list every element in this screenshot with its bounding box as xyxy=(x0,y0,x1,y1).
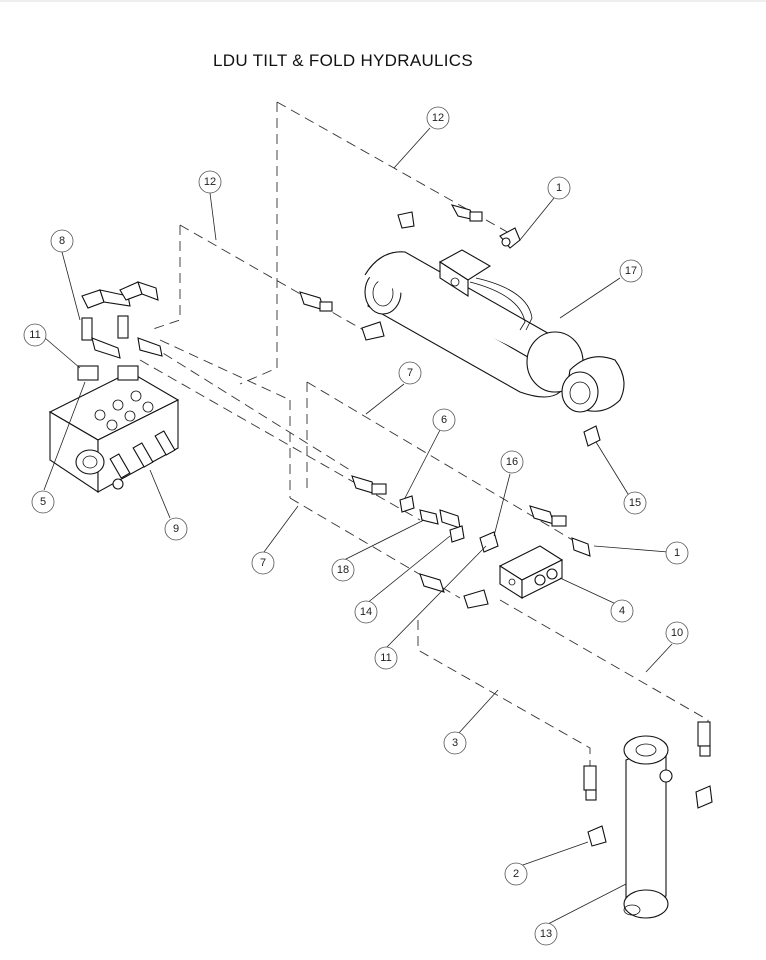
callout-bubble: 3 xyxy=(443,731,467,755)
callout-bubble: 12 xyxy=(426,106,450,130)
svg-text:18: 18 xyxy=(337,564,349,576)
callout-bubble: 7 xyxy=(398,361,422,385)
svg-text:11: 11 xyxy=(380,652,391,664)
callout-bubble: 1 xyxy=(547,176,571,200)
fold-cylinder xyxy=(623,735,673,919)
callout-bubble: 9 xyxy=(164,517,188,541)
callout-bubble: 7 xyxy=(251,551,275,575)
callout-bubble: 17 xyxy=(619,259,643,283)
callout-bubble: 10 xyxy=(665,621,689,645)
svg-text:3: 3 xyxy=(452,737,458,749)
leader-lines xyxy=(43,127,673,925)
svg-text:11: 11 xyxy=(29,329,40,341)
svg-text:13: 13 xyxy=(540,928,552,940)
svg-text:17: 17 xyxy=(625,265,637,277)
svg-text:16: 16 xyxy=(506,456,518,468)
svg-text:7: 7 xyxy=(260,557,266,569)
control-valve xyxy=(48,371,180,494)
svg-text:7: 7 xyxy=(407,367,413,379)
manifold-fittings xyxy=(351,475,591,609)
callout-bubble: 15 xyxy=(623,491,647,515)
callout-bubbles: 12 12 1 17 8 11 5 9 7 6 16 15 1 7 18 14 … xyxy=(23,106,689,946)
svg-text:8: 8 xyxy=(59,235,65,247)
svg-text:12: 12 xyxy=(432,112,444,124)
callout-bubble: 12 xyxy=(198,170,222,194)
fold-cylinder-fittings xyxy=(583,721,713,847)
callout-bubble: 6 xyxy=(432,408,456,432)
callout-bubble: 16 xyxy=(500,450,524,474)
valve-fittings xyxy=(77,281,163,381)
tilt-cylinder xyxy=(364,249,625,413)
callout-bubble: 5 xyxy=(31,490,55,514)
svg-text:1: 1 xyxy=(556,182,562,194)
svg-text:5: 5 xyxy=(40,496,46,508)
svg-text:10: 10 xyxy=(671,627,683,639)
svg-text:2: 2 xyxy=(513,868,519,880)
callout-bubble: 8 xyxy=(50,229,74,253)
svg-text:15: 15 xyxy=(629,497,641,509)
manifold-block xyxy=(498,545,564,600)
svg-text:4: 4 xyxy=(619,605,625,617)
svg-text:9: 9 xyxy=(173,523,179,535)
callout-bubble: 11 xyxy=(23,323,47,347)
callout-bubble: 13 xyxy=(534,922,558,946)
diagram-title: LDU TILT & FOLD HYDRAULICS xyxy=(213,51,473,70)
svg-text:1: 1 xyxy=(674,547,680,559)
svg-text:12: 12 xyxy=(204,176,216,188)
callout-bubble: 18 xyxy=(331,558,355,582)
callout-bubble: 14 xyxy=(354,600,378,624)
callout-bubble: 2 xyxy=(504,862,528,886)
callout-bubble: 1 xyxy=(665,541,689,565)
callout-bubble: 11 xyxy=(374,646,398,670)
svg-text:6: 6 xyxy=(441,414,447,426)
callout-bubble: 4 xyxy=(610,599,634,623)
svg-text:14: 14 xyxy=(360,606,372,618)
hose-routing-lines xyxy=(139,101,709,770)
